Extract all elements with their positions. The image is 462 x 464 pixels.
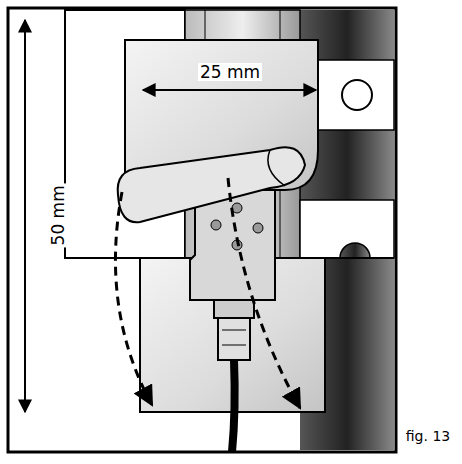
dimension-label: 50 mm (49, 183, 68, 247)
dimension-label: 25 mm (198, 63, 262, 82)
hole (342, 80, 372, 110)
motion-arrow (115, 192, 152, 405)
release-lever (118, 147, 305, 222)
dimension-arrow (143, 89, 316, 91)
crimp-terminal (214, 300, 254, 318)
figure-caption: fig. 13 (404, 429, 452, 444)
dimension-arrow (24, 20, 26, 412)
cable (232, 360, 235, 452)
frame (8, 8, 396, 452)
motion-arrow (228, 178, 300, 408)
